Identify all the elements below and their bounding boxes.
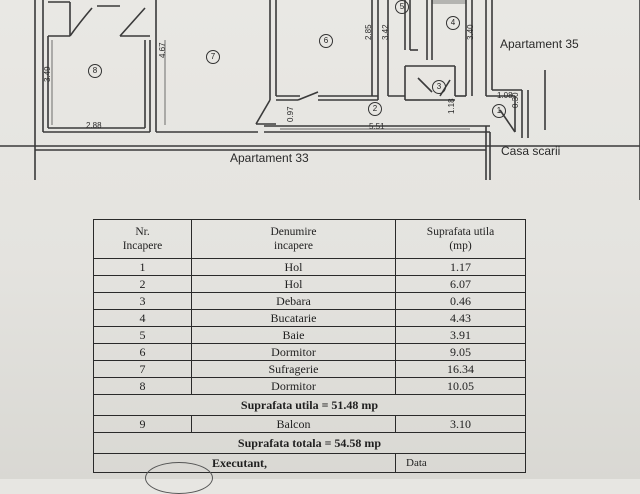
dimension-label: 1.08: [497, 91, 513, 100]
room-marker: 4: [446, 16, 460, 30]
dimension-label: 3.49: [43, 66, 52, 82]
header-denumire: Denumire incapere: [191, 219, 396, 259]
area-table: Nr. Incapere Denumire incapere Suprafata…: [93, 219, 526, 473]
dimension-label: 4.67: [158, 42, 167, 58]
suprafata-totala-row: Suprafata totala = 54.58 mp: [93, 432, 526, 454]
stamp-seal: [145, 462, 213, 494]
room-marker: 3: [432, 80, 446, 94]
label-apartament-33: Apartament 33: [230, 151, 309, 165]
dimension-label: 2.88: [86, 121, 102, 130]
suprafata-utila-row: Suprafata utila = 51.48 mp: [93, 394, 526, 416]
table-header-row: Nr. Incapere Denumire incapere Suprafata…: [93, 219, 526, 259]
dimension-label: 3.40: [466, 24, 475, 40]
room-marker: 2: [368, 102, 382, 116]
header-nr: Nr. Incapere: [93, 219, 192, 259]
dimension-label: 5.51: [369, 122, 385, 131]
room-marker: 6: [319, 34, 333, 48]
executant-label: Executant,: [93, 453, 396, 473]
suprafata-utila-total: Suprafata utila = 51.48 mp: [93, 394, 526, 416]
rooms-table: Nr. Incapere Denumire incapere Suprafata…: [93, 219, 526, 473]
dimension-label: 0.30: [511, 92, 520, 108]
floor-plan-drawing: [0, 0, 640, 200]
balcon-row: 9 Balcon 3.10: [93, 415, 526, 433]
header-suprafata: Suprafata utila (mp): [395, 219, 526, 259]
room-marker: 7: [206, 50, 220, 64]
label-apartament-35: Apartament 35: [500, 37, 579, 51]
data-label: Data: [395, 453, 526, 473]
dimension-label: 2.85: [364, 24, 373, 40]
dimension-label: 1.18: [447, 98, 456, 114]
label-casa-scarii: Casa scarii: [501, 144, 561, 158]
room-marker: 8: [88, 64, 102, 78]
room-marker: 1: [492, 104, 506, 118]
room-marker: 5: [395, 0, 409, 14]
dimension-label: 0.97: [286, 106, 295, 122]
floor-plan: 3.49 2.88 4.67 2.85 3.42 3.40 0.97 5.51 …: [0, 0, 640, 200]
suprafata-totala-total: Suprafata totala = 54.58 mp: [93, 432, 526, 454]
dimension-label: 3.42: [381, 24, 390, 40]
